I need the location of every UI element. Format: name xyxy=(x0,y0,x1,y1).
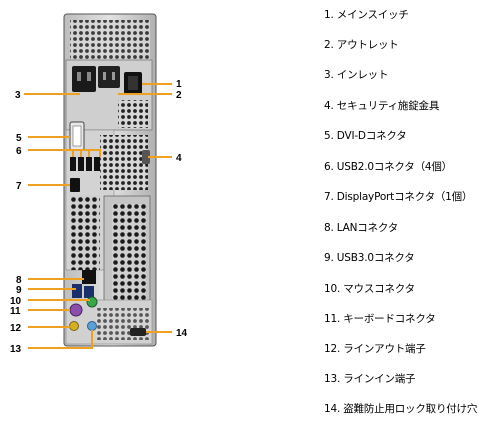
callout-number-13: 13 xyxy=(10,344,22,355)
legend-item-4: 4. セキュリティ施錠金具 xyxy=(324,100,440,112)
legend-item-12: 12. ラインアウト端子 xyxy=(324,343,426,355)
callout-number-3: 3 xyxy=(15,90,21,101)
main-switch xyxy=(124,72,142,94)
legend-item-13: 13. ラインイン端子 xyxy=(324,373,416,385)
mouse-port xyxy=(86,296,98,308)
legend-item-11: 11. キーボードコネクタ xyxy=(324,313,436,325)
legend-item-14: 14. 盗難防止用ロック取り付け穴 xyxy=(324,403,478,415)
usb2-ports xyxy=(70,157,100,171)
usb3-ports xyxy=(72,284,94,298)
callout-number-6: 6 xyxy=(16,146,22,157)
legend-item-9: 9. USB3.0コネクタ xyxy=(324,252,415,264)
callout-number-7: 7 xyxy=(16,181,22,192)
line-out-jack xyxy=(69,321,79,331)
callout-number-14: 14 xyxy=(176,328,188,339)
line-in-jack xyxy=(87,321,97,331)
callout-numbers: 1 2 3 4 5 6 7 8 9 10 11 12 13 14 xyxy=(10,79,188,355)
callout-number-2: 2 xyxy=(176,90,182,101)
callout-number-12: 12 xyxy=(10,323,22,334)
legend-item-3: 3. インレット xyxy=(324,69,389,81)
security-bracket xyxy=(142,150,150,164)
callout-lines xyxy=(24,83,172,349)
callout-number-11: 11 xyxy=(10,306,21,317)
keyboard-port xyxy=(69,303,83,317)
lan-port xyxy=(82,270,96,284)
callout-number-5: 5 xyxy=(16,133,22,144)
callout-number-4: 4 xyxy=(176,153,182,164)
legend-item-2: 2. アウトレット xyxy=(324,39,399,51)
callout-number-10: 10 xyxy=(10,296,22,307)
power-inlet xyxy=(72,66,96,92)
power-outlet xyxy=(98,66,120,88)
displayport-port xyxy=(70,178,80,192)
callout-number-8: 8 xyxy=(16,275,22,286)
legend-item-7: 7. DisplayPortコネクタ（1個） xyxy=(324,191,473,203)
legend-item-8: 8. LANコネクタ xyxy=(324,222,399,234)
anti-theft-lock-hole xyxy=(130,328,146,336)
legend-item-6: 6. USB2.0コネクタ（4個） xyxy=(324,161,452,173)
callout-number-9: 9 xyxy=(16,285,22,296)
legend-item-10: 10. マウスコネクタ xyxy=(324,283,415,295)
legend-item-1: 1. メインスイッチ xyxy=(324,9,409,21)
callout-number-1: 1 xyxy=(176,79,182,90)
dvi-d-port xyxy=(69,121,85,151)
legend-item-5: 5. DVI-Dコネクタ xyxy=(324,130,407,142)
